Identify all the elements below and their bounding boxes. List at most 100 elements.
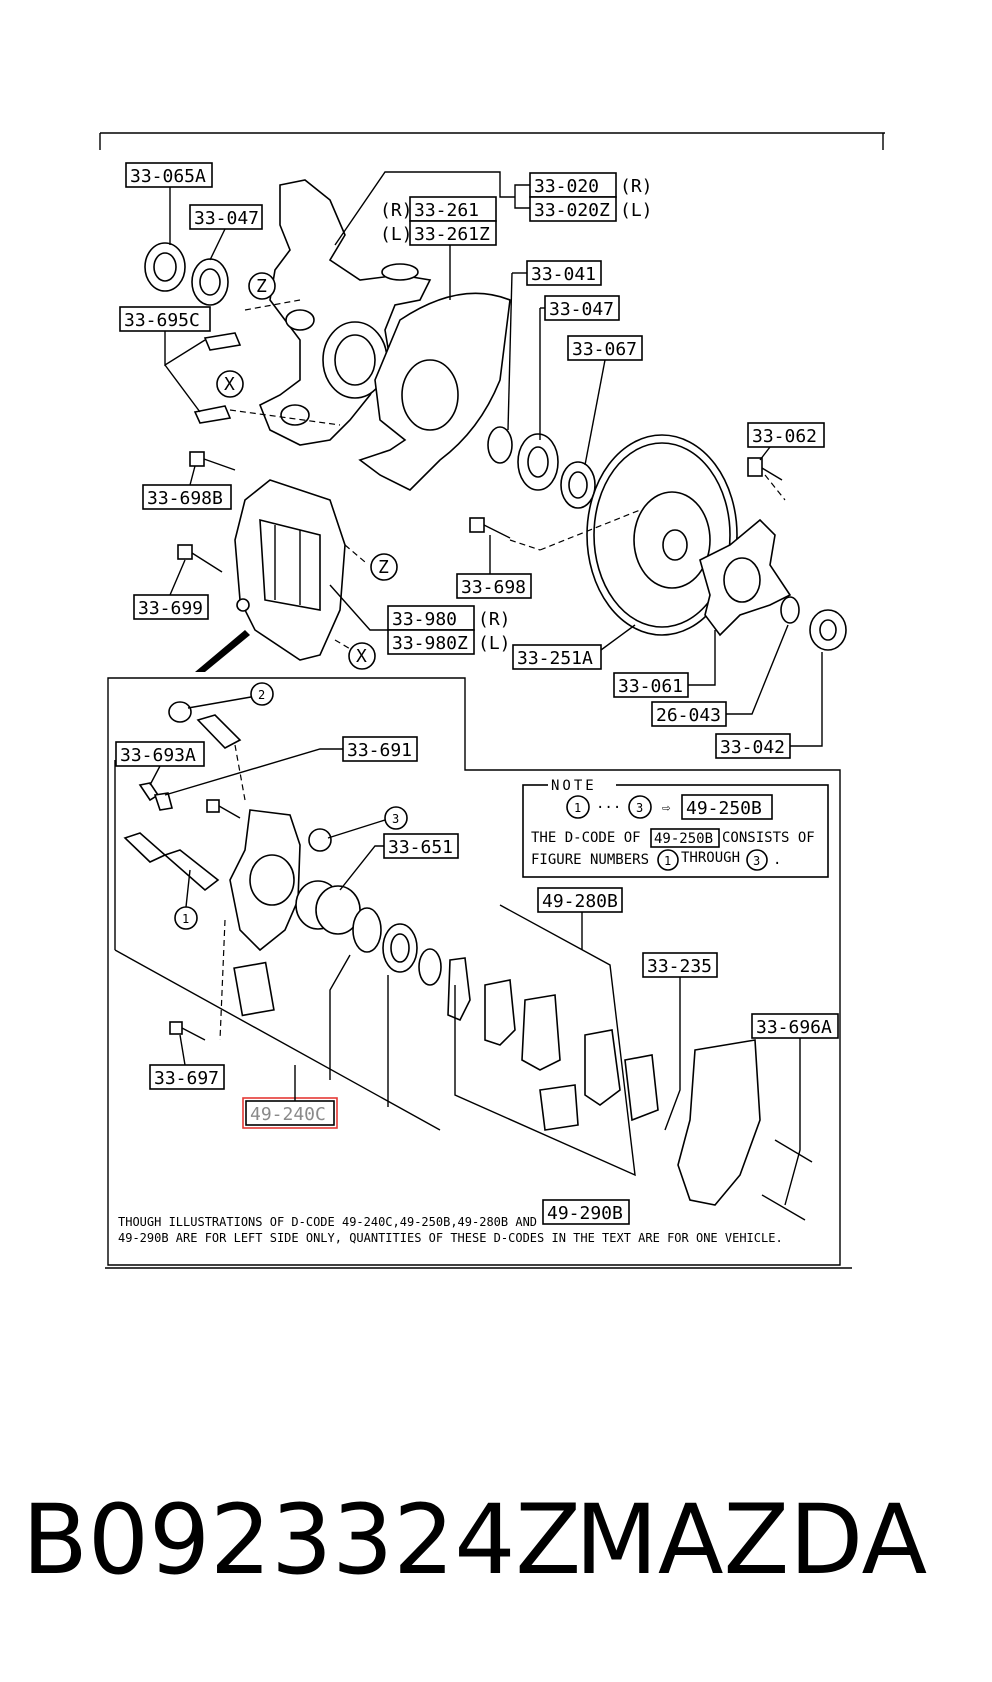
circle-number-2: 2 — [250, 682, 274, 706]
disclaimer-line-1: THOUGH ILLUSTRATIONS OF D-CODE 49-240C,4… — [118, 1215, 537, 1229]
svg-text:Z: Z — [378, 557, 389, 578]
caliper-body — [229, 809, 301, 952]
label-33-696A: 33-696A — [756, 1017, 832, 1038]
note-arrow: ⇨ — [662, 800, 671, 816]
marker-x-bottom: X — [348, 642, 376, 670]
caliper-bracket-33-235 — [677, 1039, 761, 1206]
sleeve — [196, 714, 242, 749]
svg-text:3: 3 — [392, 812, 399, 826]
dash-bolt-698-to-disc — [539, 509, 641, 551]
dash-bolt-062 — [764, 474, 786, 501]
group-line-49-240C — [114, 760, 441, 1131]
label-33-697: 33-697 — [154, 1068, 219, 1089]
pin-bolt — [206, 799, 241, 819]
box-33-693A — [115, 741, 205, 767]
marker-x-top: X — [216, 370, 244, 398]
disclaimer-line-2: 49-290B ARE FOR LEFT SIDE ONLY, QUANTITI… — [118, 1231, 783, 1245]
shim-49-290B — [539, 1084, 579, 1131]
highlight-49-240C — [242, 1097, 338, 1129]
cap-3 — [308, 828, 332, 852]
note-line2-circle-1: 1 — [664, 854, 671, 868]
note-line2-pre: FIGURE NUMBERS — [531, 852, 649, 868]
box-33-698 — [456, 573, 532, 599]
steering-knuckle — [258, 179, 432, 446]
brake-pad-outer — [584, 1029, 621, 1106]
svg-text:2: 2 — [258, 688, 265, 702]
label-33-067: 33-067 — [572, 339, 637, 360]
pad-shim — [484, 979, 516, 1046]
label-33-065A: 33-065A — [130, 166, 206, 187]
detail-dash-lines — [219, 744, 246, 1041]
box-33-699 — [133, 594, 209, 620]
label-33-698B: 33-698B — [147, 488, 223, 509]
bleeder — [138, 782, 173, 811]
piston-33-651 — [295, 880, 361, 935]
bolt-33-699 — [177, 544, 223, 573]
label-33-251A: 33-251A — [517, 648, 593, 669]
note-line2-end: . — [773, 852, 781, 868]
label-33-980Z: 33-980Z — [392, 633, 468, 654]
note-title: NOTE — [551, 778, 597, 794]
label-33-020Z: 33-020Z — [534, 200, 610, 221]
label-33-041: 33-041 — [531, 264, 596, 285]
detail-frame — [107, 677, 841, 1266]
seal-ring-33-065A — [144, 242, 186, 292]
clip-33-695C-top — [203, 332, 242, 351]
guide-pin — [123, 832, 220, 892]
o-ring — [418, 948, 442, 986]
box-33-061 — [613, 672, 689, 698]
box-26-043 — [651, 701, 727, 727]
note-dots: ··· — [596, 800, 621, 816]
label-33-695C: 33-695C — [124, 310, 200, 331]
note-line1-pre: THE D-CODE OF — [531, 830, 641, 846]
bolt-33-697 — [169, 1021, 206, 1041]
svg-text:Z: Z — [256, 276, 267, 297]
label-r-3: (R) — [478, 609, 511, 630]
box-33-698B — [142, 484, 232, 510]
brake-pad — [521, 994, 561, 1071]
dash-bolt-698 — [509, 539, 541, 551]
shim-left — [233, 961, 275, 1017]
marker-z-top: Z — [248, 272, 276, 300]
svg-text:X: X — [356, 646, 367, 667]
clip-33-695C-bottom — [193, 405, 232, 424]
washer-26-043 — [780, 596, 800, 624]
cap-2 — [168, 701, 192, 723]
label-33-261: 33-261 — [414, 200, 479, 221]
note-circle-1: 1 — [574, 801, 581, 815]
label-33-698: 33-698 — [461, 577, 526, 598]
note-code: 49-250B — [686, 798, 762, 819]
box-33-261 — [409, 196, 497, 222]
label-l-3: (L) — [478, 633, 511, 654]
box-33-696A — [751, 1013, 839, 1039]
box-33-047-left — [189, 204, 263, 230]
dash-x-bottom — [334, 639, 353, 651]
part-number: B0923324Z — [22, 1484, 582, 1596]
bolt-33-698 — [469, 517, 511, 539]
label-26-043: 26-043 — [656, 705, 721, 726]
brake-disc-33-251A — [586, 434, 738, 636]
box-49-280B — [537, 887, 623, 913]
bearing-33-047-left — [191, 258, 229, 306]
label-33-042: 33-042 — [720, 737, 785, 758]
label-33-691: 33-691 — [347, 740, 412, 761]
dash-z-bottom — [344, 544, 366, 563]
brand-name: MAZDA — [575, 1484, 928, 1596]
box-49-290B — [542, 1199, 630, 1225]
caliper-33-980 — [234, 479, 346, 661]
anti-rattle-spring — [447, 957, 471, 1022]
label-l-2: (L) — [380, 224, 413, 245]
seal-33-041 — [487, 426, 513, 464]
label-33-047-right: 33-047 — [549, 299, 614, 320]
seal-ring — [352, 907, 382, 953]
box-33-980Z — [387, 629, 475, 655]
label-49-240C: 49-240C — [250, 1104, 326, 1125]
box-33-042 — [715, 733, 791, 759]
svg-text:X: X — [224, 374, 235, 395]
dust-boot — [382, 923, 418, 973]
footer-caption: B0923324Z MAZDA — [0, 1470, 992, 1610]
note-line1-post: CONSISTS OF — [722, 830, 815, 846]
hub-nut-33-042 — [809, 609, 847, 651]
label-33-651: 33-651 — [388, 837, 453, 858]
